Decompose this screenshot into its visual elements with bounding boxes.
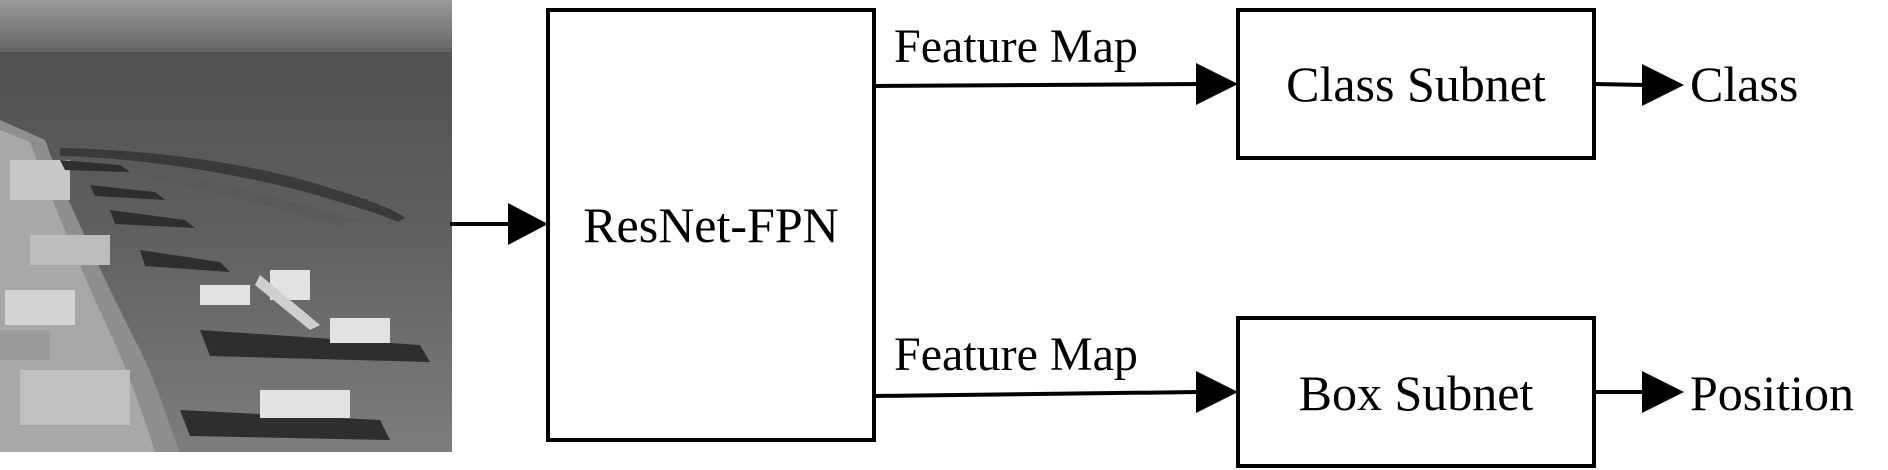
arrow-backbone-to-class-subnet (873, 63, 1238, 105)
arrow-input-to-backbone (450, 203, 548, 245)
input-harbor-photo (0, 0, 452, 452)
arrow-box-subnet-to-position (1594, 371, 1684, 413)
top-feature-map-label: Feature Map (894, 20, 1138, 73)
bottom-feature-map-label: Feature Map (894, 328, 1138, 381)
arrow-class-subnet-to-class (1593, 64, 1684, 106)
position-output-label: Position (1690, 365, 1854, 421)
class-subnet-label: Class Subnet (1286, 56, 1546, 112)
class-subnet-box (1236, 8, 1596, 160)
box-subnet-label: Box Subnet (1299, 365, 1534, 421)
class-output-label: Class (1690, 56, 1798, 112)
backbone-label: ResNet-FPN (583, 197, 839, 253)
arrow-backbone-to-box-subnet (873, 371, 1238, 413)
backbone-box (546, 8, 876, 442)
